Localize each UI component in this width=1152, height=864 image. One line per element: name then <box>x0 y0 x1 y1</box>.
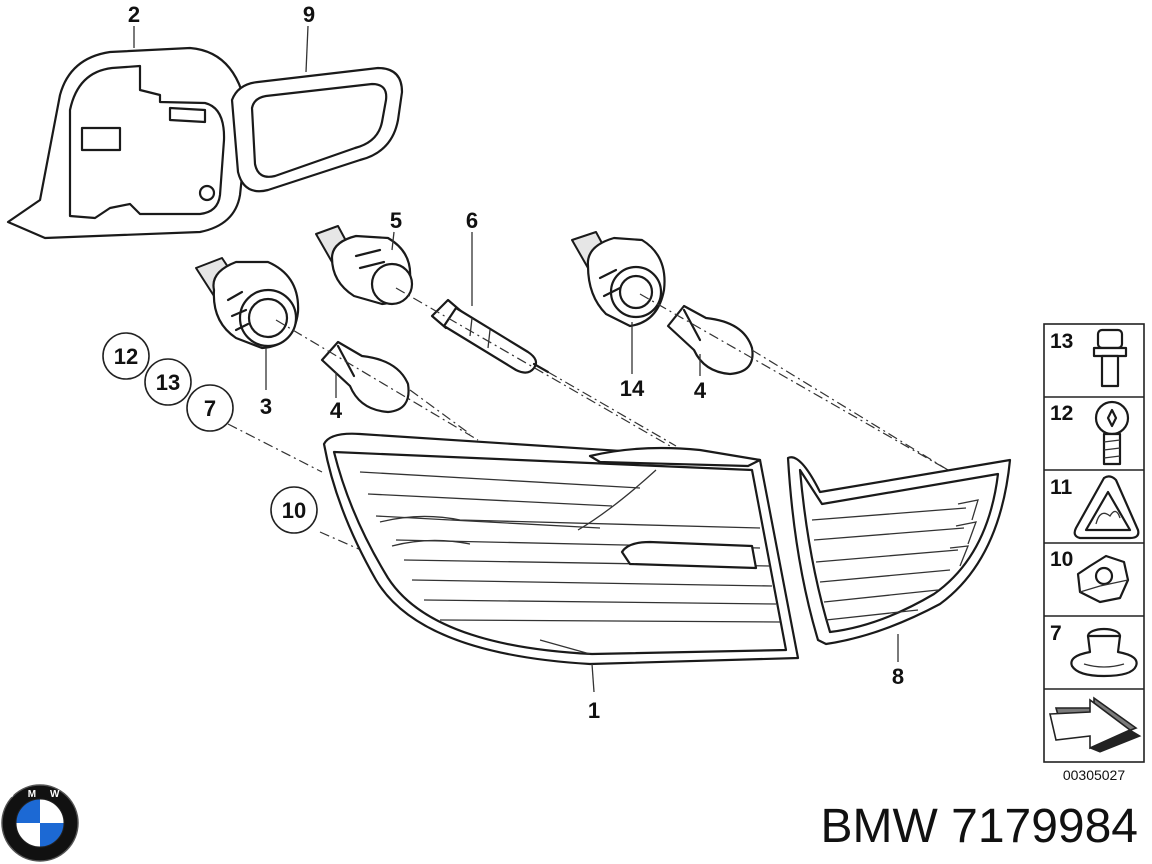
tail-light-inner <box>786 456 1012 646</box>
gasket-small <box>230 66 404 193</box>
callout-8: 8 <box>892 664 904 689</box>
legend-num-10: 10 <box>1050 548 1073 571</box>
callout-leaders <box>133 25 899 693</box>
logo-lettering: BMW <box>7 789 74 800</box>
legend-num-12: 12 <box>1050 402 1073 425</box>
bolt-icon <box>1092 328 1128 388</box>
callout-5: 5 <box>390 208 402 233</box>
bulb-socket-left <box>195 257 300 350</box>
part-number-title: BMW 7179984 <box>820 800 1138 853</box>
callout-3: 3 <box>260 394 272 419</box>
diagram-code: 00305027 <box>1063 767 1126 783</box>
callout-13: 13 <box>156 370 180 395</box>
callout-14: 14 <box>620 376 645 401</box>
callout-4-left: 4 <box>330 398 343 423</box>
callout-4-right: 4 <box>694 378 707 403</box>
circle-13 <box>144 358 192 406</box>
legend-num-7: 7 <box>1050 622 1062 645</box>
legend-num-13: 13 <box>1050 330 1073 353</box>
callout-1: 1 <box>588 698 600 723</box>
callout-7: 7 <box>204 396 216 421</box>
callout-10: 10 <box>282 498 306 523</box>
callout-12: 12 <box>114 344 138 369</box>
callout-9: 9 <box>303 2 315 27</box>
bmw-logo: BMW <box>1 784 79 862</box>
circled-callouts: 12 13 7 10 <box>102 332 318 534</box>
tail-light-outer <box>322 432 800 666</box>
parts-legend: 13 12 11 10 7 <box>1043 323 1145 763</box>
bulb-socket-right <box>571 231 666 328</box>
bulb-right <box>666 304 754 376</box>
grommet-icon <box>1070 627 1138 678</box>
callout-6: 6 <box>466 208 478 233</box>
circle-10 <box>270 486 318 534</box>
circle-7 <box>186 384 234 432</box>
circle-12 <box>102 332 150 380</box>
warning-label-icon <box>1073 475 1140 540</box>
torx-screw-icon <box>1094 400 1130 466</box>
direction-arrow-icon <box>1049 696 1142 753</box>
legend-num-11: 11 <box>1050 476 1073 499</box>
callout-numbers: 2 9 5 6 3 4 14 4 1 8 <box>128 2 904 723</box>
hex-nut-icon <box>1076 554 1130 604</box>
bulb-socket-middle <box>315 225 414 306</box>
wedge-bulb <box>430 298 550 374</box>
callout-2: 2 <box>128 2 140 27</box>
gasket-large <box>6 46 250 240</box>
